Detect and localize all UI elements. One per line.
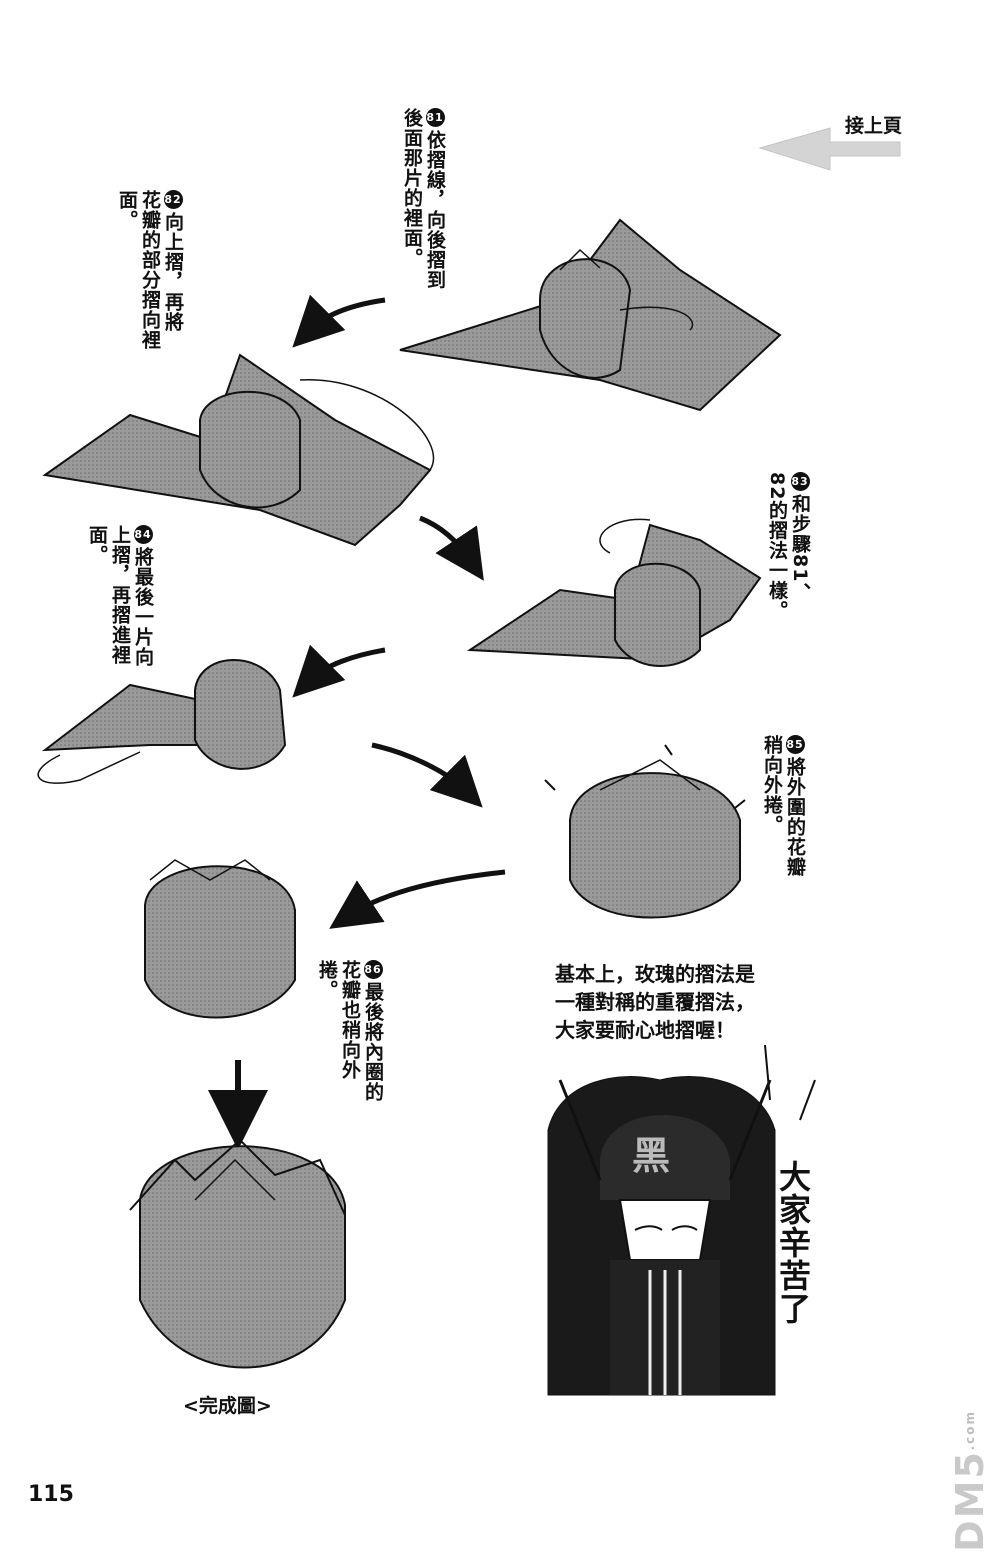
flow-arrow-3 [310,650,385,680]
step-number: 86 [364,960,383,979]
step-text: 將外圍的花瓣稍向外捲。 [761,735,806,877]
step-number: 84 [134,525,153,544]
step-number: 82 [164,190,183,209]
step-text: 和步驟81、82的摺法一樣。 [766,472,811,620]
step-number: 83 [791,472,810,491]
continue-label: 接上頁 [845,112,902,140]
step-85-figure [545,745,745,918]
note-line: 大家要耐心地摺喔！ [555,1016,755,1044]
step-number: 85 [786,735,805,754]
helmet-mark: 黑 [632,1125,670,1180]
flow-arrow-2 [420,518,470,560]
watermark-suffix: .com [963,1410,977,1450]
step-text: 向上摺，再將花瓣的部分摺向裡面。 [116,190,184,350]
flow-arrow-1 [310,300,385,330]
step-85-instruction: 85將外圍的花瓣稍向外捲。 [760,735,806,885]
watermark: .com DM5 [948,1410,992,1552]
step-text: 最後將內圈的花瓣也稍向外捲。 [316,960,384,1102]
step-text: 依摺線，向後摺到後面那片的裡面。 [401,108,446,290]
step-text: 將最後一片向上摺，再摺進裡面。 [86,525,154,667]
step-86-instruction: 86最後將內圈的花瓣也稍向外捲。 [315,960,384,1110]
flow-arrow-4 [372,745,465,790]
page-number: 115 [28,1482,74,1507]
watermark-logo: DM5 [948,1450,992,1552]
step-83-figure [470,519,760,666]
finished-rose-figure [130,1140,345,1368]
flow-arrow-5 [350,872,505,915]
step-81-instruction: 81依摺線，向後摺到後面那片的裡面。 [400,108,446,308]
step-82-figure [45,355,433,545]
step-number: 81 [426,108,445,127]
step-84-instruction: 84將最後一片向上摺，再摺進裡面。 [85,525,154,685]
step-86-figure [145,860,295,1018]
note-line: 一種對稱的重覆摺法， [555,988,755,1016]
step-81-figure [400,220,780,410]
step-82-instruction: 82向上摺，再將花瓣的部分摺向裡面。 [115,190,184,350]
finished-caption: <完成圖> [183,1392,272,1420]
summary-note: 基本上，玫瑰的摺法是 一種對稱的重覆摺法， 大家要耐心地摺喔！ [555,960,755,1044]
step-83-instruction: 83和步驟81、82的摺法一樣。 [765,472,811,627]
step-84-figure [38,660,285,783]
note-line: 基本上，玫瑰的摺法是 [555,960,755,988]
character-speech: 大家辛苦了 [775,1160,811,1360]
